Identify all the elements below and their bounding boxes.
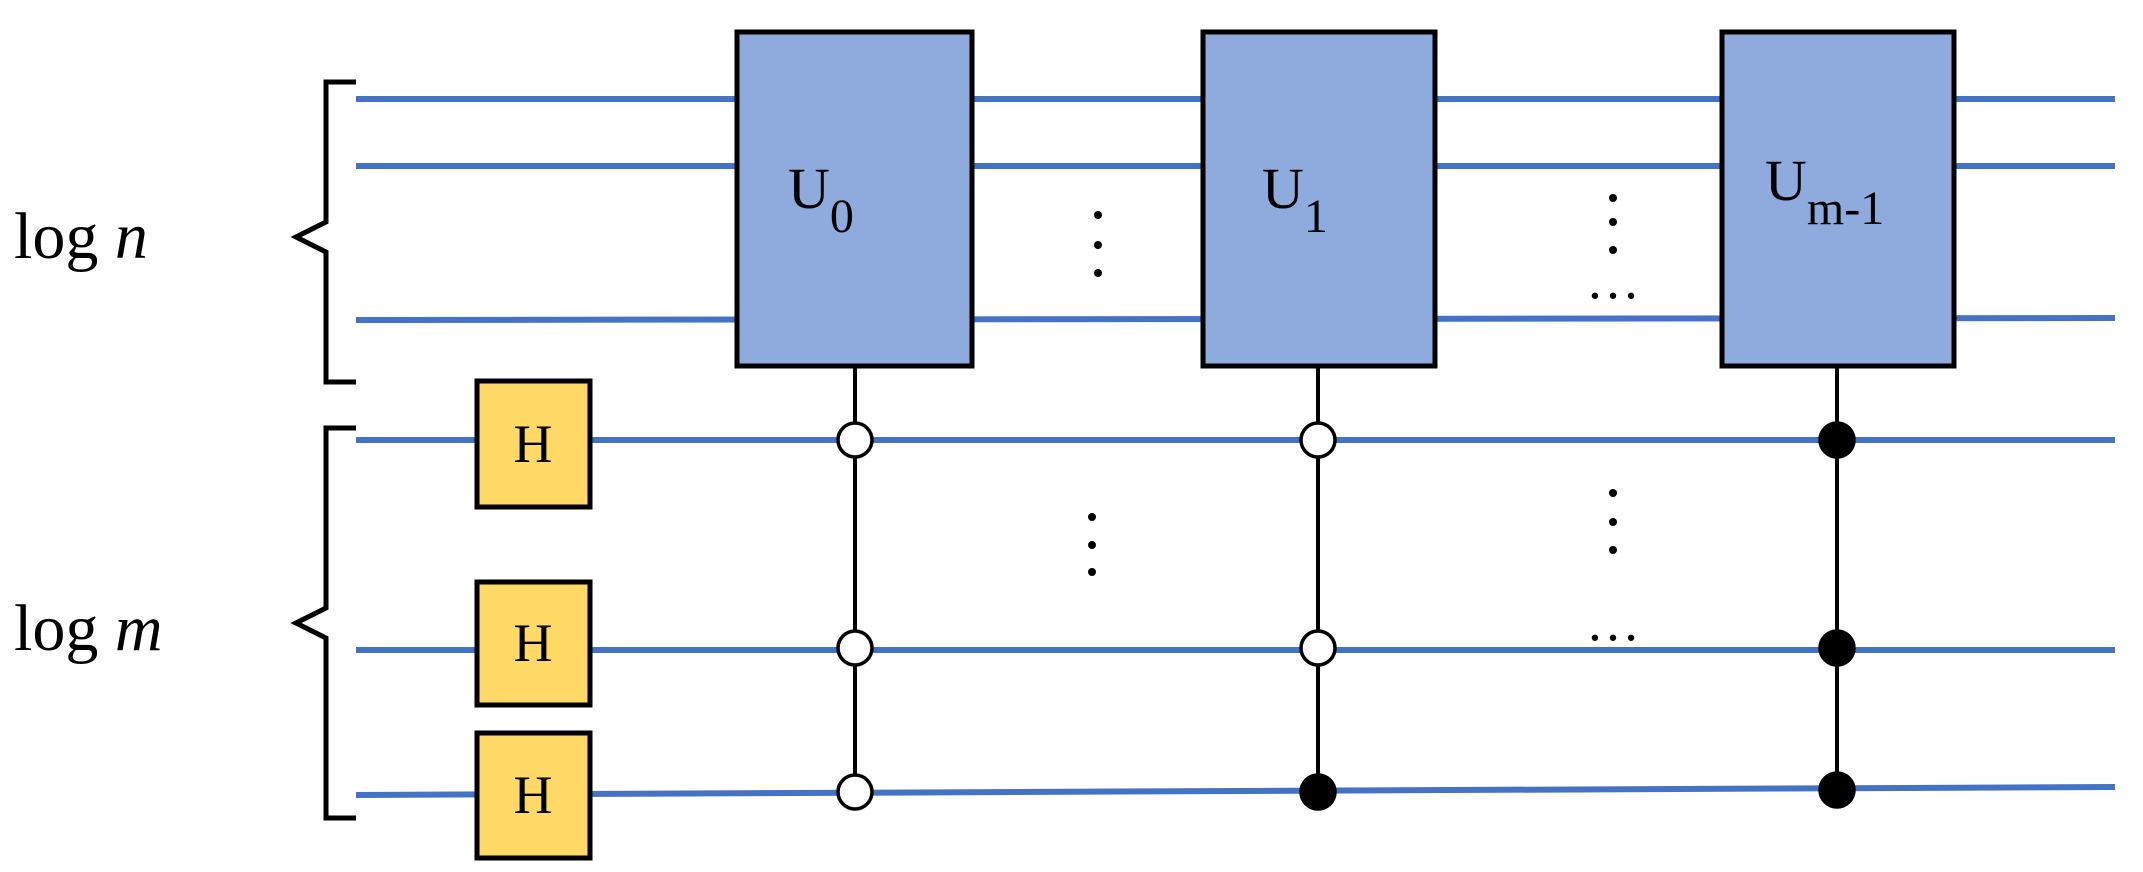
ellipsis-dot [1088,541,1096,549]
unitary-gate-u0: U0 [734,29,975,811]
hadamard-box [474,378,593,510]
ellipsis-dot [1609,194,1617,202]
hadamard-gate-1: H [474,378,593,510]
ellipsis-dot [1609,518,1617,526]
hadamard-gate-3: H [474,730,593,861]
brace-bottom-register [290,425,356,821]
ellipsis-dot [1094,211,1102,219]
unitary-label: Um-1 [1765,148,1884,235]
hadamard-box [474,730,593,861]
unitary-label: U0 [788,156,854,243]
ellipsis-dot [1094,269,1102,277]
hadamard-label: H [514,765,553,825]
control-open-1 [836,421,874,459]
control-open-1 [1299,421,1337,459]
vertical-ellipsis-top-right [1609,194,1617,254]
control-open-2 [1299,629,1337,667]
hadamard-label: H [514,613,553,673]
control-closed-1 [1818,421,1856,459]
register-label-bottom: log m [14,592,163,665]
hadamard-box [474,579,593,708]
register-label-top: log n [14,200,148,273]
ellipsis-dot [1609,489,1617,497]
ellipsis-dot [1088,568,1096,576]
horizontal-ellipsis-top: … [1586,250,1640,310]
vertical-ellipsis-bottom-right [1609,489,1617,554]
ellipsis-dot [1609,246,1617,254]
control-closed-3 [1818,771,1856,809]
unitary-box [1719,29,1957,369]
unitary-label: U1 [1262,156,1328,243]
brace-top-register [290,79,356,385]
ellipsis-dot [1088,513,1096,521]
control-open-3 [836,773,874,811]
horizontal-ellipsis-bottom: … [1586,592,1640,652]
vertical-ellipsis-top-middle [1094,211,1102,277]
ellipsis-dot [1094,241,1102,249]
unitary-gate-u1: U1 [1200,29,1438,811]
control-closed-3 [1299,773,1337,811]
ellipsis-dot [1609,218,1617,226]
control-open-2 [836,629,874,667]
control-closed-2 [1818,629,1856,667]
vertical-ellipsis-bottom-middle [1088,513,1096,576]
unitary-box [1200,29,1438,369]
unitary-box [734,29,975,369]
unitary-gate-um1: Um-1 [1719,29,1957,809]
hadamard-gate-2: H [474,579,593,708]
hadamard-label: H [514,414,553,474]
ellipsis-dot [1609,546,1617,554]
